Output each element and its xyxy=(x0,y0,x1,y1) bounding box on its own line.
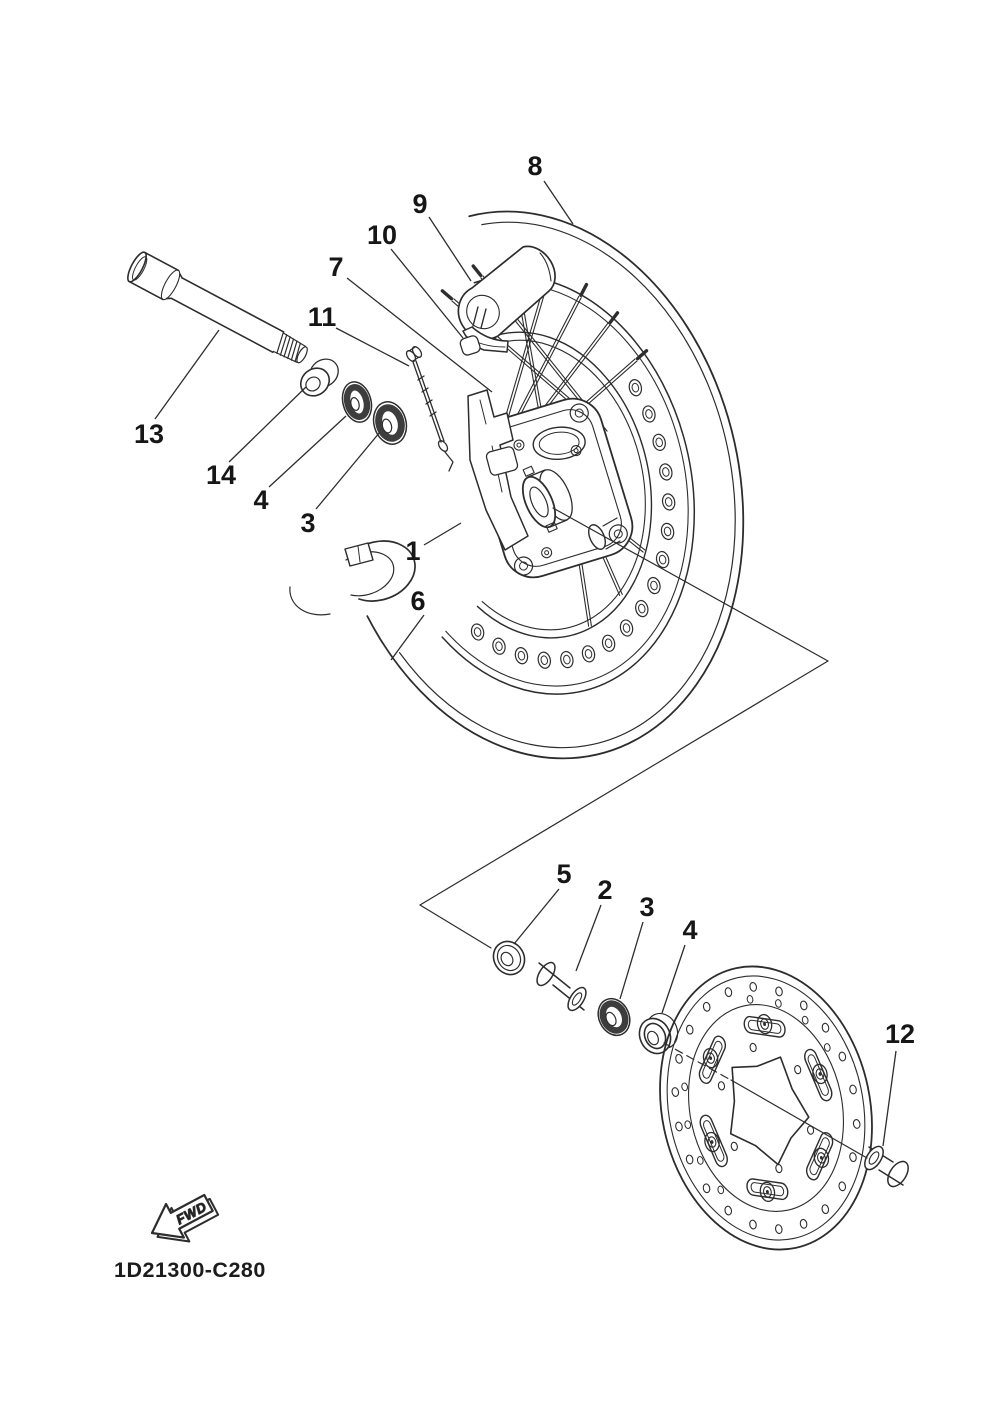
speedo-clip-pin xyxy=(405,346,454,472)
callout-leader-5 xyxy=(513,888,560,945)
callout-leader-12 xyxy=(882,1050,897,1147)
callout-label-1-9: 1 xyxy=(405,536,420,566)
spoke-nipple xyxy=(440,289,454,301)
callout-label-11-4: 11 xyxy=(308,302,337,332)
callout-label-4-14: 4 xyxy=(682,915,697,945)
oil-seal-lower xyxy=(638,1012,679,1055)
callout-leader-7 xyxy=(346,277,493,393)
axle-threads xyxy=(272,332,308,364)
callout-leader-9 xyxy=(428,216,472,282)
tire-outline xyxy=(285,170,796,798)
callout-leader-3 xyxy=(315,431,381,510)
rim-outer-edge xyxy=(366,244,735,719)
rim-cut-section xyxy=(289,540,416,616)
rim-spoke-holes xyxy=(424,376,709,687)
axle-spacer xyxy=(299,358,339,397)
bearing-left xyxy=(341,381,373,423)
rim-band-strip xyxy=(459,326,509,356)
hub-boss xyxy=(521,465,573,533)
rim-inner-edge xyxy=(419,309,681,655)
callout-label-14-6: 14 xyxy=(206,460,236,490)
fwd-direction-arrow: FWD xyxy=(150,1193,220,1243)
callout-leader-1 xyxy=(423,522,462,546)
callout-label-4-7: 4 xyxy=(253,485,268,515)
disc-center-opening xyxy=(717,1054,817,1173)
callout-label-10-2: 10 xyxy=(367,220,397,250)
tube-section xyxy=(457,245,556,340)
hub-assembly xyxy=(467,389,634,579)
valve-mark xyxy=(480,308,487,329)
spoke-line xyxy=(506,279,549,421)
oil-seal xyxy=(492,940,526,976)
callout-label-6-10: 6 xyxy=(410,586,425,616)
spoke-nipple xyxy=(579,282,589,297)
spoke-line xyxy=(510,295,580,428)
callout-label-2-12: 2 xyxy=(597,875,612,905)
bearing-lower xyxy=(597,997,631,1037)
rim-inner-edge-2 xyxy=(426,318,673,645)
callout-leader-2 xyxy=(575,904,602,972)
callout-label-13-5: 13 xyxy=(134,419,164,449)
diagram-part-code: 1D21300-C280 xyxy=(114,1258,266,1282)
callout-leader-3 xyxy=(619,921,644,1000)
callout-label-8-0: 8 xyxy=(527,151,542,181)
axle-nut xyxy=(864,1145,909,1188)
callout-label-3-13: 3 xyxy=(639,892,654,922)
callout-label-7-3: 7 xyxy=(328,252,343,282)
collar xyxy=(536,961,587,1012)
brake-disc xyxy=(635,947,898,1270)
wheel-axle xyxy=(127,251,308,364)
callout-leader-14 xyxy=(228,386,307,463)
spoke-nipple xyxy=(608,311,620,325)
assembly-pointer-lines xyxy=(419,507,868,1159)
spoke-line xyxy=(504,279,547,421)
callout-leader-6 xyxy=(390,614,425,661)
spoke-nipple xyxy=(635,349,649,361)
wheel-tire-rim xyxy=(285,170,796,798)
bearing-right xyxy=(372,401,408,445)
callout-leader-10 xyxy=(390,248,464,339)
disc-drilled-holes xyxy=(650,966,883,1250)
callout-label-12-15: 12 xyxy=(885,1019,915,1049)
callout-label-3-8: 3 xyxy=(300,508,315,538)
valve-mark xyxy=(472,306,479,327)
hub-window xyxy=(532,426,586,461)
callout-leader-4 xyxy=(661,944,686,1014)
spoke-line xyxy=(512,297,582,430)
callout-leader-8 xyxy=(543,180,574,225)
callout-leader-13 xyxy=(154,329,220,420)
callout-leader-4 xyxy=(268,415,347,488)
callout-label-5-11: 5 xyxy=(556,859,571,889)
rim-outer-edge-2 xyxy=(373,253,727,710)
disc-bolts xyxy=(681,1004,850,1212)
callout-label-9-1: 9 xyxy=(412,189,427,219)
spoke-nipple xyxy=(471,264,483,278)
hub-stub xyxy=(588,517,621,550)
tire-inner-line xyxy=(310,182,786,782)
callout-leader-11 xyxy=(335,327,410,367)
